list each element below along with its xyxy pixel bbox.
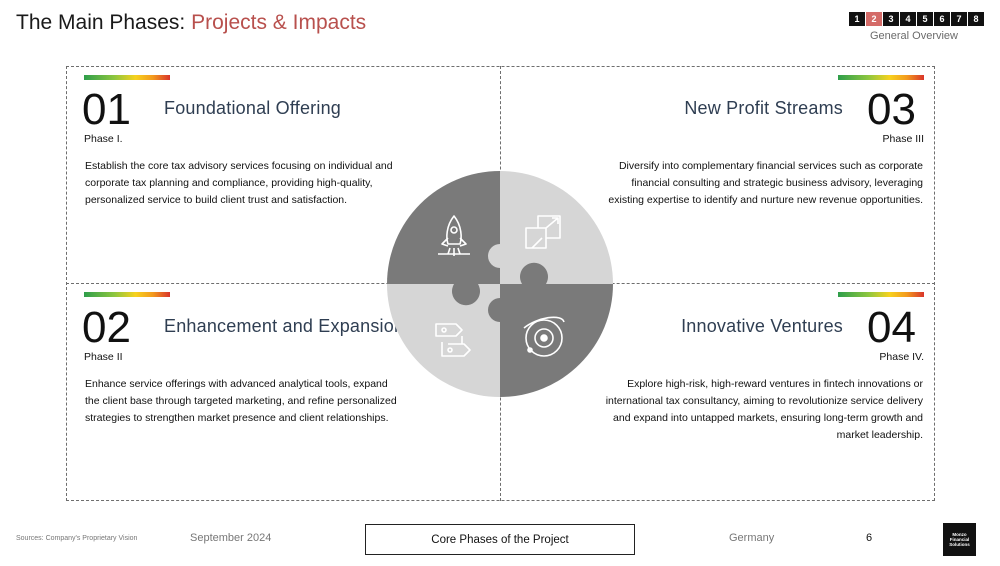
section-subtitle: General Overview (869, 30, 958, 42)
page-link-6[interactable]: 6 (934, 12, 950, 26)
phase-4-label: Phase IV. (879, 351, 924, 363)
phase-1-description: Establish the core tax advisory services… (85, 160, 393, 206)
phase-1-number: 01 (82, 85, 131, 134)
footer-section-label: Core Phases of the Project (365, 524, 635, 555)
page-link-1[interactable]: 1 (849, 12, 865, 26)
orbit-icon (523, 316, 565, 357)
puzzle-piece-top-right (500, 171, 613, 284)
phase-3-description: Diversify into complementary financial s… (608, 160, 923, 206)
phase-4-gradient-bar (838, 292, 924, 297)
page-number: 6 (866, 532, 873, 544)
phase-3-number: 03 (867, 85, 916, 134)
page-link-2[interactable]: 2 (866, 12, 882, 26)
phase-3-title: New Profit Streams (684, 98, 843, 118)
phase-2-label: Phase II (84, 351, 123, 363)
page-link-8[interactable]: 8 (968, 12, 984, 26)
expand-arrows-icon (525, 215, 561, 249)
sources-note: Sources: Company's Proprietary Vision (16, 535, 138, 542)
title-accent: Projects & Impacts (191, 11, 367, 34)
page-title: The Main Phases: Projects & Impacts (16, 11, 366, 35)
phase-3-gradient-bar (838, 75, 924, 80)
page-link-7[interactable]: 7 (951, 12, 967, 26)
phase-2-title: Enhancement and Expansion (164, 316, 405, 336)
phase-1-gradient-bar (84, 75, 170, 80)
process-flow-icon (435, 323, 471, 357)
puzzle-diagram (387, 171, 613, 397)
phase-2-description: Enhance service offerings with advanced … (85, 378, 397, 424)
phase-2-number: 02 (82, 303, 131, 352)
company-logo: Monzo Financial Solutions (943, 523, 976, 556)
page-link-3[interactable]: 3 (883, 12, 899, 26)
footer-date: September 2024 (190, 532, 272, 544)
phase-4-number: 04 (867, 303, 916, 352)
puzzle-piece-bottom-left (387, 284, 500, 397)
phase-1-title: Foundational Offering (164, 98, 341, 118)
page-link-4[interactable]: 4 (900, 12, 916, 26)
rocket-icon (438, 215, 470, 256)
phase-1-label: Phase I. (84, 133, 123, 145)
page-navigator: 1 2 3 4 5 6 7 8 (849, 12, 984, 26)
title-main: The Main Phases: (16, 11, 186, 34)
phase-4-description: Explore high-risk, high-reward ventures … (605, 378, 923, 441)
footer-country: Germany (729, 532, 775, 544)
page-link-5[interactable]: 5 (917, 12, 933, 26)
phase-2-gradient-bar (84, 292, 170, 297)
phase-3-label: Phase III (882, 133, 924, 145)
phase-4-title: Innovative Ventures (681, 316, 843, 336)
